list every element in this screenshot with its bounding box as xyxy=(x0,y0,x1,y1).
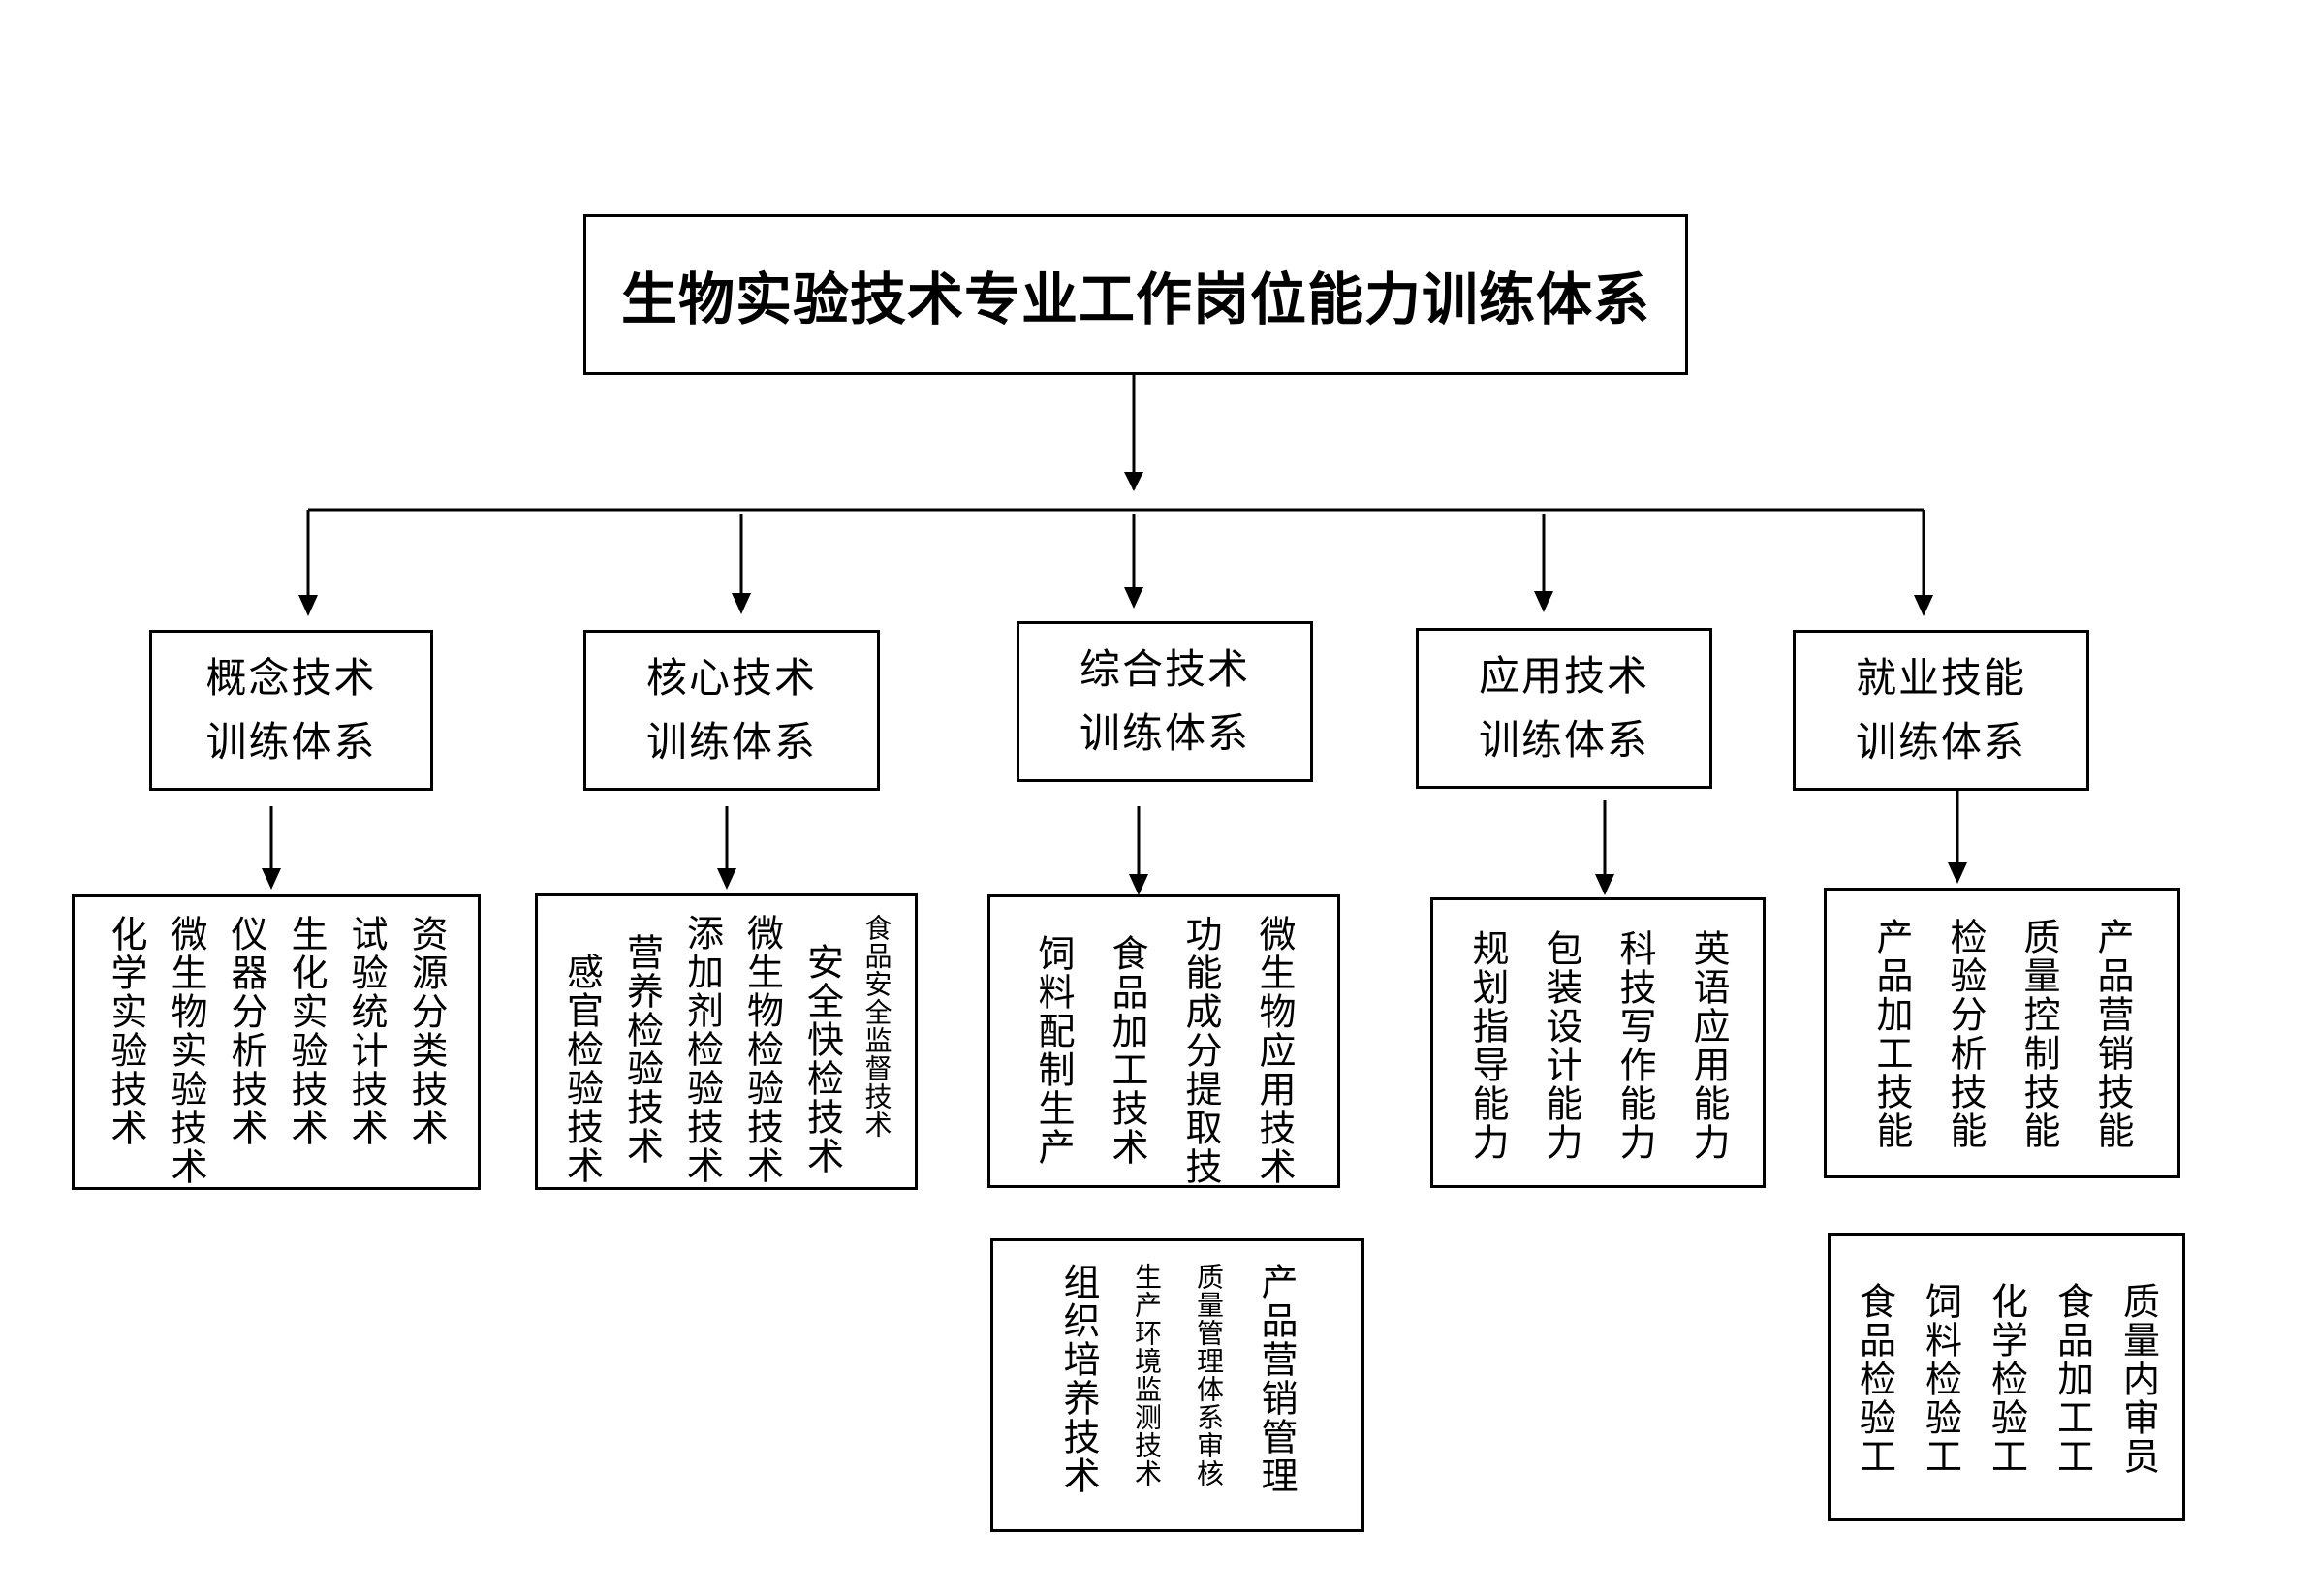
category-label-line2: 训练体系 xyxy=(645,718,817,766)
comprehensive-items-box-2: 产品营销管理 质量管理体系审核 生产环境监测技术 组织培养技术 xyxy=(990,1238,1364,1532)
concept-item: 微生物实验技术 xyxy=(165,915,207,1186)
employment-item: 饲料检验工 xyxy=(1919,1282,1962,1476)
category-label-line1: 就业技能 xyxy=(1855,654,2026,702)
category-box-concept: 概念技术 训练体系 xyxy=(149,630,433,791)
diagram-title: 生物实验技术专业工作岗位能力训练体系 xyxy=(620,266,1650,332)
applied-item: 包装设计能力 xyxy=(1540,929,1582,1162)
concept-item: 生化实验技术 xyxy=(285,915,328,1147)
core-item: 食品安全监督技术 xyxy=(861,914,893,1139)
employment-item: 产品营销技能 xyxy=(2091,918,2134,1150)
concept-item: 仪器分析技术 xyxy=(225,915,267,1147)
core-item: 感官检验技术 xyxy=(560,953,604,1185)
comprehensive-item: 功能成分提取技 xyxy=(1179,915,1222,1186)
applied-item: 英语应用能力 xyxy=(1687,929,1730,1162)
category-label-line1: 应用技术 xyxy=(1478,652,1649,700)
applied-items-box: 英语应用能力 科技写作能力 包装设计能力 规划指导能力 xyxy=(1430,897,1766,1188)
concept-item: 化学实验技术 xyxy=(105,915,147,1147)
core-item: 添加剂检验技术 xyxy=(680,914,724,1185)
comprehensive-item: 质量管理体系审核 xyxy=(1193,1263,1225,1487)
core-item: 安全快检技术 xyxy=(800,943,844,1175)
core-item: 营养检验技术 xyxy=(620,933,664,1166)
comprehensive-item: 微生物应用技术 xyxy=(1253,915,1296,1186)
title-box: 生物实验技术专业工作岗位能力训练体系 xyxy=(583,214,1688,375)
comprehensive-item: 食品加工技术 xyxy=(1106,934,1148,1167)
category-label-line1: 综合技术 xyxy=(1079,645,1250,693)
employment-item: 产品加工技能 xyxy=(1870,918,1913,1150)
category-label-line1: 核心技术 xyxy=(645,654,817,702)
applied-item: 规划指导能力 xyxy=(1466,929,1509,1162)
comprehensive-items-box-1: 微生物应用技术 功能成分提取技 食品加工技术 饲料配制生产 xyxy=(987,894,1340,1188)
category-box-applied: 应用技术 训练体系 xyxy=(1416,628,1712,789)
employment-item: 化学检验工 xyxy=(1985,1282,2028,1476)
employment-item: 食品检验工 xyxy=(1853,1282,1896,1476)
employment-items-box-2: 质量内审员 食品加工工 化学检验工 饲料检验工 食品检验工 xyxy=(1828,1233,2185,1521)
employment-item: 食品加工工 xyxy=(2050,1282,2094,1476)
core-items-box: 食品安全监督技术 安全快检技术 微生物检验技术 添加剂检验技术 营养检验技术 感… xyxy=(535,893,918,1190)
comprehensive-item: 饲料配制生产 xyxy=(1032,934,1075,1167)
employment-item: 质量内审员 xyxy=(2116,1282,2160,1476)
category-box-employment: 就业技能 训练体系 xyxy=(1793,630,2089,791)
concept-item: 试验统计技术 xyxy=(345,915,388,1147)
comprehensive-item: 产品营销管理 xyxy=(1255,1263,1298,1495)
employment-item: 质量控制技能 xyxy=(2018,918,2060,1150)
comprehensive-item: 生产环境监测技术 xyxy=(1131,1263,1163,1487)
category-label-line2: 训练体系 xyxy=(1079,709,1250,757)
employment-item: 检验分析技能 xyxy=(1944,918,1987,1150)
core-item: 微生物检验技术 xyxy=(740,914,784,1185)
category-label-line2: 训练体系 xyxy=(1855,718,2026,766)
concept-item: 资源分类技术 xyxy=(405,915,448,1147)
category-label-line2: 训练体系 xyxy=(205,718,377,766)
comprehensive-item: 组织培养技术 xyxy=(1057,1263,1100,1495)
category-box-comprehensive: 综合技术 训练体系 xyxy=(1017,621,1313,782)
concept-items-box: 资源分类技术 试验统计技术 生化实验技术 仪器分析技术 微生物实验技术 化学实验… xyxy=(72,894,481,1190)
applied-item: 科技写作能力 xyxy=(1613,929,1656,1162)
category-box-core: 核心技术 训练体系 xyxy=(583,630,880,791)
category-label-line2: 训练体系 xyxy=(1478,716,1649,764)
category-label-line1: 概念技术 xyxy=(205,654,377,702)
employment-items-box-1: 产品营销技能 质量控制技能 检验分析技能 产品加工技能 xyxy=(1824,888,2180,1178)
